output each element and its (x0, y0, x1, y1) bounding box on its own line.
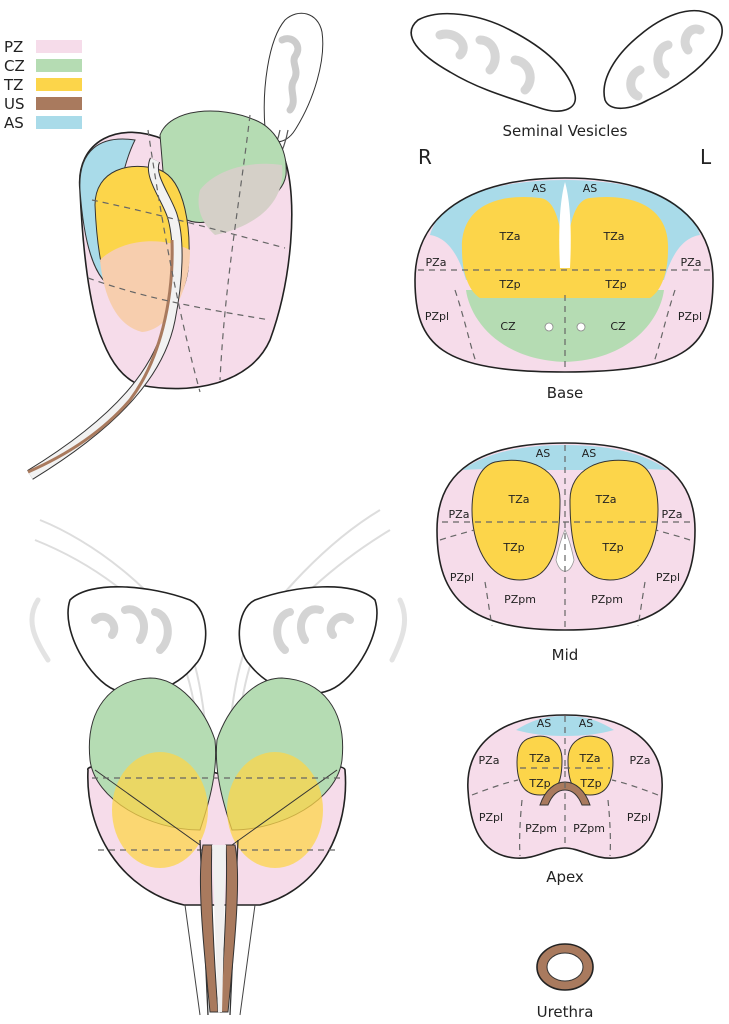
apex-transition-zone-left (567, 735, 614, 796)
urethra-lumen (546, 952, 584, 982)
mid-section: AS AS TZa TZa TZp TZp PZa PZa PZpl PZpl … (436, 442, 696, 664)
coronal-view (29, 509, 408, 1016)
apex-label-pzpl-left: PZpl (627, 811, 651, 824)
apex-label-pzpl-right: PZpl (479, 811, 503, 824)
legend-label-tz: TZ (3, 76, 23, 94)
apex-section: AS AS TZa TZa TZp TZp PZa PZa PZpl PZpl … (467, 714, 663, 886)
base-label-tza-right: TZa (499, 230, 521, 243)
base-section: AS AS TZa TZa TZp TZp PZa PZa PZpl PZpl … (414, 177, 714, 402)
legend-label-cz: CZ (4, 57, 25, 75)
apex-transition-zone-right (516, 735, 563, 796)
coronal-transition-zone-left (227, 752, 323, 868)
apex-anterior-stroma (516, 716, 614, 736)
base-label-as-right: AS (532, 182, 547, 195)
mid-label-pzpl-right: PZpl (450, 571, 474, 584)
base-label-pzpl-left: PZpl (678, 310, 702, 323)
mid-label-pzpm-left: PZpm (591, 593, 623, 606)
base-transition-zone (461, 196, 669, 298)
left-side-marker: L (700, 145, 712, 169)
seminal-vesicles-caption: Seminal Vesicles (503, 122, 628, 140)
sagittal-vesicle-folds (278, 35, 302, 114)
apex-label-tzp-right: TZp (528, 777, 550, 790)
sagittal-urethral-sphincter (27, 239, 174, 474)
urethra-caption: Urethra (537, 1003, 594, 1021)
legend-swatch-pz (36, 40, 82, 53)
mid-label-pza-right: PZa (449, 508, 470, 521)
seminal-vesicle-left (603, 10, 723, 110)
apex-label-pzpm-right: PZpm (525, 822, 557, 835)
legend-swatch-cz (36, 59, 82, 72)
legend-label-pz: PZ (4, 38, 23, 56)
mid-caption: Mid (552, 646, 579, 664)
apex-label-pza-right: PZa (479, 754, 500, 767)
mid-label-pza-left: PZa (662, 508, 683, 521)
seminal-vesicles-axial: Seminal Vesicles (410, 10, 723, 140)
apex-caption: Apex (546, 868, 584, 886)
base-label-tzp-right: TZp (498, 278, 520, 291)
base-label-pza-right: PZa (426, 256, 447, 269)
base-label-tza-left: TZa (603, 230, 625, 243)
sagittal-urethra (27, 158, 182, 479)
mid-transition-zone-left (569, 459, 659, 581)
mid-label-pzpm-right: PZpm (504, 593, 536, 606)
mid-label-tza-left: TZa (595, 493, 617, 506)
coronal-urethra (212, 845, 226, 1012)
apex-label-pzpm-left: PZpm (573, 822, 605, 835)
coronal-transition-zone-right (112, 752, 208, 868)
base-label-cz-right: CZ (500, 320, 516, 333)
legend: PZ CZ TZ US AS (3, 38, 82, 132)
mid-label-as-right: AS (536, 447, 551, 460)
sagittal-view (27, 12, 324, 480)
legend-swatch-tz (36, 78, 82, 91)
sagittal-cz-pz-overlap (198, 163, 283, 235)
legend-label-us: US (4, 95, 25, 113)
right-side-marker: R (418, 145, 432, 169)
base-label-pzpl-right: PZpl (425, 310, 449, 323)
legend-swatch-as (36, 116, 82, 129)
base-label-cz-left: CZ (610, 320, 626, 333)
base-label-tzp-left: TZp (604, 278, 626, 291)
mid-label-tzp-right: TZp (502, 541, 524, 554)
mid-label-pzpl-left: PZpl (656, 571, 680, 584)
apex-label-tzp-left: TZp (579, 777, 601, 790)
base-label-pza-left: PZa (681, 256, 702, 269)
apex-label-as-right: AS (537, 717, 552, 730)
apex-label-pza-left: PZa (630, 754, 651, 767)
mid-label-tza-right: TZa (508, 493, 530, 506)
base-label-as-left: AS (583, 182, 598, 195)
mid-transition-zone-right (471, 459, 561, 581)
apex-urethral-sphincter (539, 781, 591, 806)
apex-label-tza-right: TZa (529, 752, 551, 765)
base-caption: Base (547, 384, 584, 402)
urethra-section: Urethra (536, 943, 594, 1021)
base-central-zone (466, 290, 664, 362)
mid-label-as-left: AS (582, 447, 597, 460)
legend-label-as: AS (4, 114, 24, 132)
apex-label-tza-left: TZa (579, 752, 601, 765)
mid-label-tzp-left: TZp (601, 541, 623, 554)
legend-swatch-us (36, 97, 82, 110)
apex-label-as-left: AS (579, 717, 594, 730)
